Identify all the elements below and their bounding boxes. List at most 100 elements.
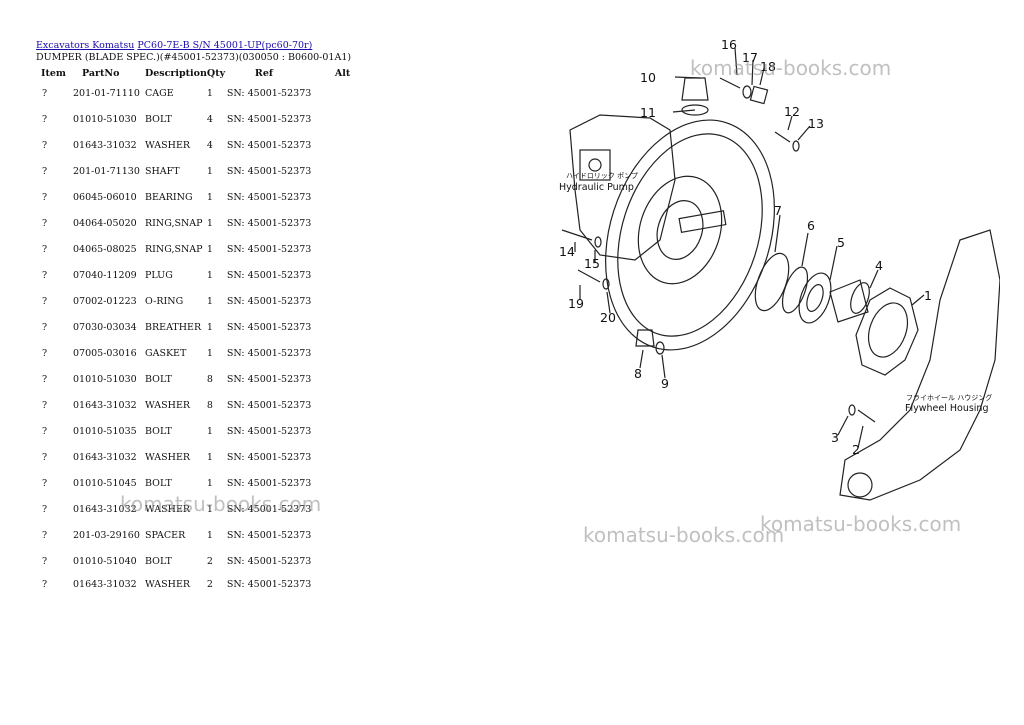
cell-item: ? <box>42 269 48 281</box>
exploded-parts-diagram: 1 2 3 4 5 6 7 8 9 10 11 12 13 14 15 16 1… <box>559 37 1000 501</box>
cell-ref: SN: 45001-52373 <box>226 555 312 567</box>
callout-15: 15 <box>584 256 600 271</box>
cell-ref: SN: 45001-52373 <box>226 578 312 590</box>
cell-item: ? <box>42 295 48 307</box>
bolt-16 <box>719 77 741 89</box>
cell-alt <box>335 210 365 236</box>
cell-item: ? <box>42 191 48 203</box>
callout-17: 17 <box>742 50 758 65</box>
cell-alt <box>335 262 365 288</box>
cell-qty: 1 <box>206 347 213 359</box>
cell-partno: 01010-51030 <box>73 113 137 125</box>
cell-alt <box>335 496 365 522</box>
callout-20: 20 <box>600 310 616 325</box>
hydraulic-pump-port-hole <box>588 158 602 172</box>
cell-qty: 1 <box>206 425 213 437</box>
cell-ref: SN: 45001-52373 <box>226 347 312 359</box>
callout-7: 7 <box>774 203 782 218</box>
cell-qty: 1 <box>206 451 213 463</box>
cell-ref: SN: 45001-52373 <box>226 269 312 281</box>
cell-ref: SN: 45001-52373 <box>226 451 312 463</box>
hydraulic-pump-body <box>569 114 676 261</box>
hydraulic-pump-port <box>579 149 611 181</box>
cell-qty: 1 <box>206 243 213 255</box>
washer-13 <box>792 140 800 152</box>
pump-shaft <box>678 210 727 234</box>
cell-description: BOLT <box>145 113 172 125</box>
cell-alt <box>335 418 365 444</box>
cell-item: ? <box>42 555 48 567</box>
page-subtitle: DUMPER (BLADE SPEC.)(#45001-52373)(03005… <box>36 52 352 63</box>
cell-ref: SN: 45001-52373 <box>226 295 312 307</box>
callout-1: 1 <box>924 288 932 303</box>
cell-alt <box>335 522 365 548</box>
cell-qty: 2 <box>206 578 213 590</box>
cell-ref: SN: 45001-52373 <box>226 139 312 151</box>
breadcrumb-model-link[interactable]: PC60-7E-B S/N 45001-UP(pc60-70r) <box>137 40 313 51</box>
cell-qty: 1 <box>206 503 213 515</box>
cell-description: BREATHER <box>145 321 202 333</box>
cell-qty: 1 <box>206 295 213 307</box>
shaft-spline-end <box>850 282 870 314</box>
callout-10: 10 <box>640 70 656 85</box>
cell-alt <box>335 132 365 158</box>
cell-alt <box>335 236 365 262</box>
cell-partno: 07002-01223 <box>73 295 137 307</box>
breadcrumb: Excavators Komatsu PC60-7E-B S/N 45001-U… <box>36 40 312 51</box>
cell-partno: 04064-05020 <box>73 217 137 229</box>
column-header-partno: PartNo <box>82 67 120 79</box>
cell-description: WASHER <box>145 399 191 411</box>
cell-item: ? <box>42 113 48 125</box>
cell-description: WASHER <box>145 503 191 515</box>
cell-alt <box>335 340 365 366</box>
cell-ref: SN: 45001-52373 <box>226 217 312 229</box>
cell-partno: 201-01-71110 <box>73 87 140 99</box>
column-header-alt: Alt <box>334 67 351 79</box>
breather-10 <box>681 77 709 101</box>
cell-ref: SN: 45001-52373 <box>226 503 312 515</box>
cell-item: ? <box>42 243 48 255</box>
cell-alt <box>335 106 365 132</box>
bolt-2 <box>857 409 876 423</box>
parts-table: Item PartNo Description Qty Ref Alt ?201… <box>36 66 365 594</box>
cell-partno: 04065-08025 <box>73 243 137 255</box>
cell-partno: 201-01-71130 <box>73 165 140 177</box>
column-header-qty: Qty <box>206 67 226 79</box>
pump-hub <box>637 175 723 285</box>
cell-partno: 01643-31032 <box>73 399 137 411</box>
cell-alt <box>335 184 365 210</box>
cell-alt <box>335 574 365 594</box>
cell-description: RING,SNAP <box>145 243 203 255</box>
cell-item: ? <box>42 578 48 590</box>
flywheel-housing-boss <box>847 472 873 498</box>
breadcrumb-category-link[interactable]: Excavators Komatsu <box>36 40 135 51</box>
column-header-ref: Ref <box>254 67 273 79</box>
cell-item: ? <box>42 165 48 177</box>
cell-item: ? <box>42 451 48 463</box>
cell-description: SPACER <box>145 529 186 541</box>
cell-partno: 07005-03016 <box>73 347 137 359</box>
cell-ref: SN: 45001-52373 <box>226 373 312 385</box>
flywheel-housing <box>839 229 1000 501</box>
cell-description: RING,SNAP <box>145 217 203 229</box>
cell-description: BEARING <box>145 191 193 203</box>
callout-4: 4 <box>875 258 883 273</box>
callout-11: 11 <box>640 105 656 120</box>
cell-ref: SN: 45001-52373 <box>226 321 312 333</box>
cell-ref: SN: 45001-52373 <box>226 165 312 177</box>
callout-18: 18 <box>760 59 776 74</box>
leader-lines <box>574 47 925 449</box>
o-ring-9 <box>655 341 665 355</box>
washer-3 <box>848 404 856 416</box>
